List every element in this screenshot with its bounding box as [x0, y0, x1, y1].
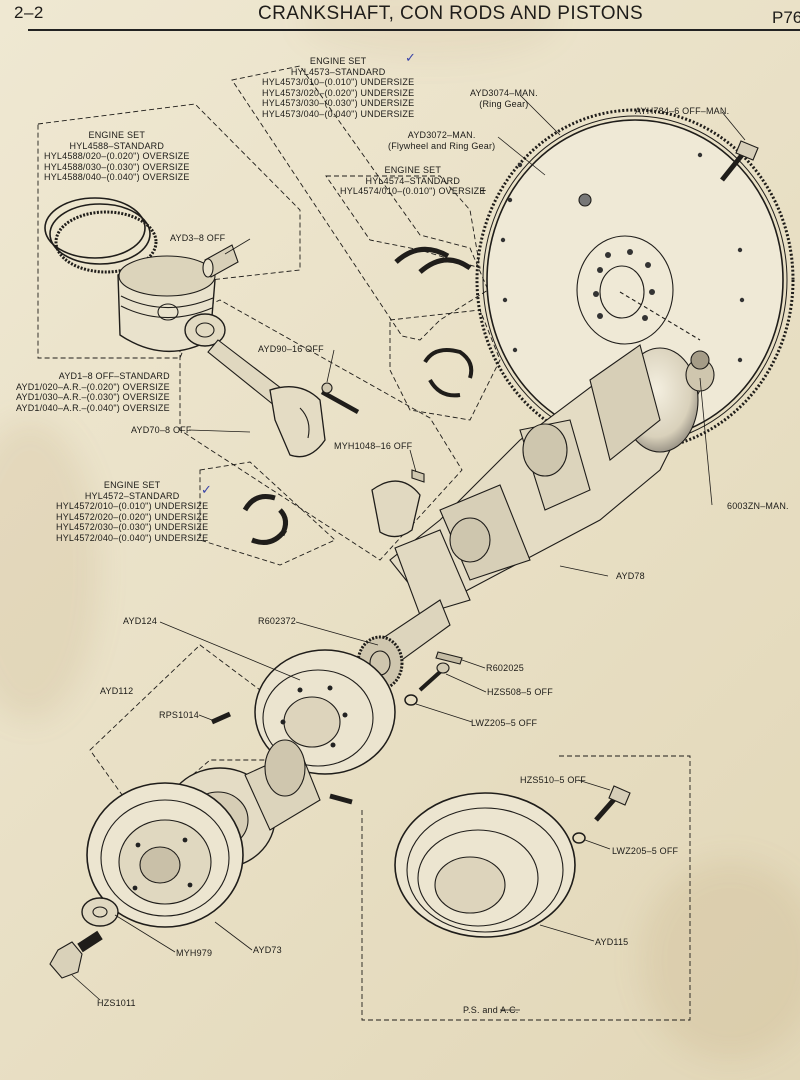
flywheel-bolt: [720, 140, 759, 182]
engine-set-main-callout: ENGINE SET HYL4573–STANDARD HYL4573/010–…: [262, 56, 415, 119]
piston-rings: [44, 197, 158, 274]
conrod-nut: [411, 469, 425, 483]
section-number: 2–2: [14, 3, 44, 22]
key-pin: [329, 793, 353, 805]
gear-label: R602372: [258, 616, 296, 626]
connecting-rod: [184, 313, 326, 458]
pulley-bolt-label: HZS508–5 OFF: [487, 687, 553, 697]
engine-set-rings-callout: ENGINE SET HYL4588–STANDARD HYL4588/020–…: [44, 130, 190, 182]
paper-stain: [640, 860, 800, 1060]
main-bearing-shells: [394, 246, 472, 274]
conrod-bearing-shells: [242, 494, 288, 545]
conrod-label: AYD70–8 OFF: [131, 425, 192, 435]
crank-bolt-label: HZS1011: [97, 998, 136, 1008]
pulley-washer-label: LWZ205–5 OFF: [471, 718, 538, 728]
aux-pulley-bolt: [594, 785, 631, 822]
dowel-label: RPS1014: [159, 710, 199, 720]
aux-pulley: [394, 792, 576, 938]
crank-pulley-label: AYD73: [253, 945, 282, 955]
check-mark-icon: ✓: [201, 483, 212, 498]
gudgeon-pin-label: AYD3–8 OFF: [170, 233, 226, 243]
woodruff-key: [435, 651, 463, 665]
washer-label: MYH979: [176, 948, 213, 958]
check-mark-icon: ✓: [405, 51, 416, 66]
page-number: P76: [772, 8, 800, 27]
leader-lines: [71, 94, 746, 1011]
conrod-bolt-head: [321, 382, 333, 394]
engine-set-conrod-callout: ENGINE SET HYL4572–STANDARD HYL4572/010–…: [56, 480, 209, 543]
ps-ac-label: P.S. and A.C.: [463, 1005, 519, 1015]
flywheel-label: AYD3072–MAN. (Flywheel and Ring Gear): [388, 130, 496, 151]
cross-mark-icon: +: [480, 185, 487, 197]
pulley-bolt: [418, 662, 450, 692]
dowel-pin: [210, 711, 232, 725]
engine-set-thrust-callout: ENGINE SET HYL4574–STANDARD HYL4574/010–…: [340, 165, 486, 196]
lock-washer: [404, 694, 418, 706]
ring-gear-label: AYD3074–MAN. (Ring Gear): [470, 88, 538, 109]
crank-washer: [81, 897, 119, 927]
piston-callout: AYD1–8 OFF–STANDARD AYD1/020–A.R.–(0.020…: [16, 371, 170, 413]
key-label: R602025: [486, 663, 524, 673]
hub-label: AYD112: [100, 686, 134, 696]
conrod-bolt-label: AYD90–16 OFF: [258, 344, 324, 354]
aux-washer: [572, 832, 586, 844]
crank-bolt: [49, 930, 103, 979]
thrust-bearing-shells: [423, 348, 474, 398]
gudgeon-pin: [202, 244, 239, 278]
spigot-bearing-label: 6003ZN–MAN.: [727, 501, 789, 511]
conrod-bolt: [320, 390, 360, 414]
aux-pulley-label: AYD115: [595, 937, 629, 947]
damper-label: AYD124: [123, 616, 158, 626]
header-rule: [28, 29, 800, 31]
flywheel-bolt-label: AYH784–6 OFF–MAN.: [635, 106, 730, 116]
crank-pulley: [86, 782, 244, 928]
aux-bolt-label: HZS510–5 OFF: [520, 775, 586, 785]
conrod-nut-label: MYH1048–16 OFF: [334, 441, 413, 451]
page-title: CRANKSHAFT, CON RODS AND PISTONS: [258, 3, 644, 24]
crankshaft-label: AYD78: [616, 571, 645, 581]
aux-washer-label: LWZ205–5 OFF: [612, 846, 679, 856]
conrod-cap: [371, 480, 421, 538]
